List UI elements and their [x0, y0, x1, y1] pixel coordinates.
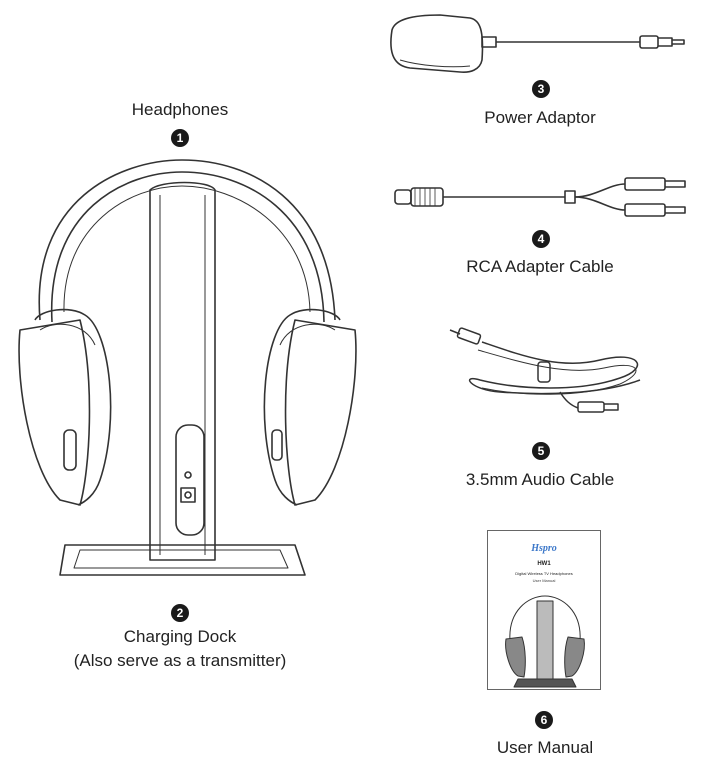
charging-dock-sublabel: (Also serve as a transmitter) [73, 651, 287, 670]
user-manual-label: User Manual [496, 738, 594, 757]
item-number-2: 2 [171, 604, 189, 622]
audio-cable-label: 3.5mm Audio Cable [465, 470, 615, 489]
charging-dock-label: Charging Dock [123, 627, 237, 646]
power-adaptor-label: Power Adaptor [484, 108, 596, 127]
user-manual-cover: Hspro HW1 Digital Wireless TV Headphones… [487, 530, 601, 690]
manual-model: HW1 [537, 561, 551, 567]
manual-brand-logo: Hspro [531, 543, 557, 554]
item-number-1: 1 [171, 129, 189, 147]
manual-headphones-thumbnail-icon [505, 595, 585, 688]
item-number-6: 6 [535, 711, 553, 729]
rca-adapter-cable-label: RCA Adapter Cable [466, 257, 614, 276]
item-number-5: 5 [532, 442, 550, 460]
headphones-label: Headphones [131, 100, 229, 119]
item-number-4: 4 [532, 230, 550, 248]
manual-subtitle: Digital Wireless TV Headphones [515, 571, 573, 576]
manual-doc-title: User Manual [532, 578, 556, 583]
item-number-3: 3 [532, 80, 550, 98]
